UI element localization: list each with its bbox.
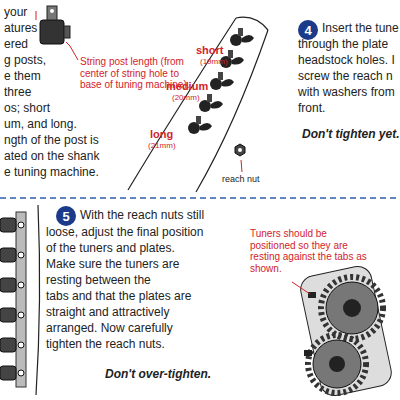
body-text: e tuning machine. [4, 166, 99, 180]
warning-text: Don't tighten yet. [302, 128, 400, 142]
dimension: (20mm) [172, 93, 200, 102]
body-text: through the plate [298, 38, 388, 52]
length-label: short [196, 44, 224, 57]
body-text: ngth of the post is [4, 134, 99, 148]
body-text: of the tuners and plates. [46, 242, 175, 256]
dimension: (21mm) [148, 141, 176, 150]
body-text: screw the reach n [298, 70, 393, 84]
headstock-illustration [128, 17, 268, 192]
body-text: headstock holes. I [298, 54, 395, 68]
divider [0, 197, 400, 199]
body-text: Make sure the tuners are [46, 258, 179, 272]
step-number: 5 [56, 206, 76, 226]
body-text: e them [4, 70, 41, 84]
note-text: Tuners should be positioned so they are … [250, 228, 372, 274]
body-text: Insert the tune [322, 22, 399, 36]
body-text: resting between the [46, 274, 151, 288]
body-text: tabs and that the plates are [46, 290, 191, 304]
body-text: with washers from [298, 86, 395, 100]
part-label: reach nut [222, 174, 260, 184]
length-label: long [150, 128, 173, 141]
body-text: three [4, 86, 31, 100]
body-text: tighten the reach nuts. [46, 338, 165, 352]
dimension: (19mm) [200, 57, 228, 66]
body-text: um, and long. [4, 118, 77, 132]
body-text: atures [4, 22, 37, 36]
tuner-illustration [36, 6, 78, 60]
body-text: os; short [4, 102, 50, 116]
callout-number: 5 [62, 210, 69, 223]
headstock-side-illustration [0, 205, 40, 395]
body-text: ered [4, 38, 28, 52]
warning-text: Don't over-tighten. [105, 368, 211, 382]
body-text: arranged. Now carefully [46, 322, 173, 336]
body-text: your [4, 6, 27, 20]
body-text: straight and attractively [46, 306, 169, 320]
callout-number: 4 [304, 24, 311, 37]
body-text: ated on the shank [4, 150, 99, 164]
body-text: loose, adjust the final position [46, 226, 203, 240]
step-number: 4 [298, 20, 318, 40]
plate-illustration [292, 264, 394, 398]
length-label: medium [166, 80, 208, 93]
body-text: front. [298, 102, 325, 116]
body-text: With the reach nuts still [80, 209, 204, 223]
body-text: g posts, [4, 54, 46, 68]
